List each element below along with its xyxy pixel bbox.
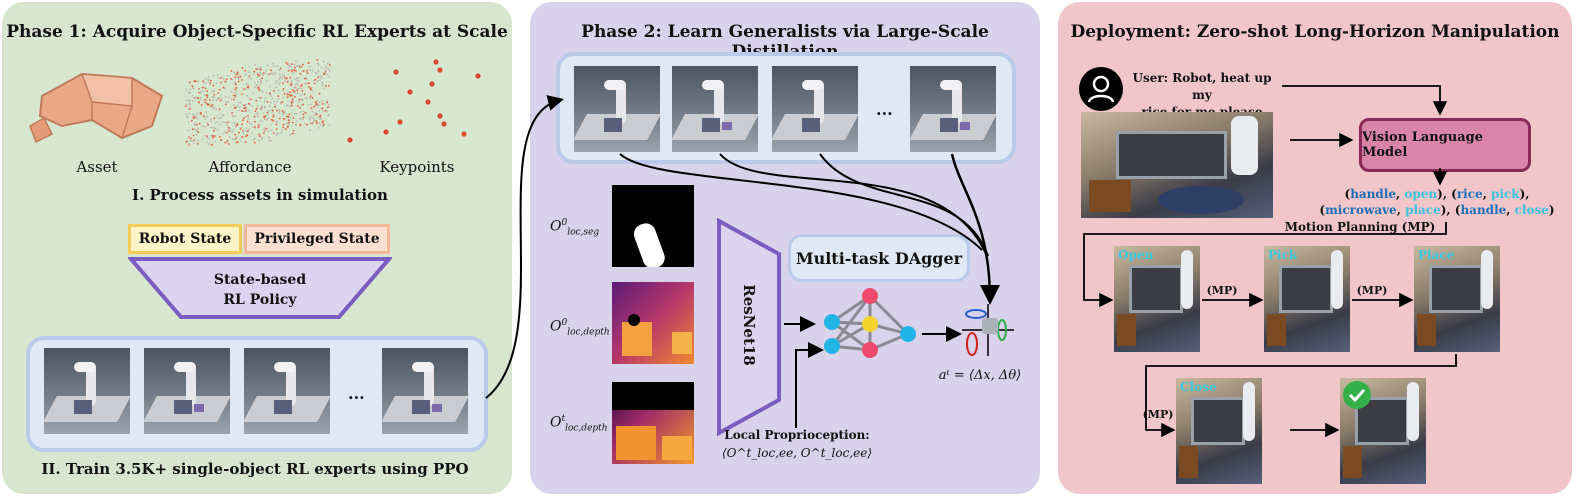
step-close-label: Close [1180,380,1217,394]
proprio-label: Local Proprioception: [724,428,870,442]
rl-policy-line2: RL Policy [223,292,297,308]
process-caption: I. Process assets in simulation [132,186,388,204]
mp-label-1: (MP) [1206,284,1238,297]
privileged-state-box: Privileged State [244,224,390,254]
plan-token: ), ( [1440,203,1461,217]
step-done-photo [1340,378,1426,484]
dagger-box: Multi-task DAgger [788,234,970,282]
policy-network [824,288,916,358]
plan-token: microwave [1325,203,1397,217]
mp-label-2: (MP) [1356,284,1388,297]
step-close-photo: Close [1176,378,1262,484]
privileged-state-label: Privileged State [254,231,380,247]
plan-token: pick [1491,187,1520,201]
plan-token: rice [1456,187,1483,201]
step-place-photo: Place [1414,246,1500,352]
plan-token: place [1405,203,1441,217]
motion-planning-label: Motion Planning (MP) [1284,220,1436,234]
plan-token: ( [1344,187,1351,201]
robot-state-box: Robot State [128,224,242,254]
plan-token: handle [1460,203,1507,217]
obs-depth0-label: O0loc,depth [550,318,610,338]
obs-deptht-label: Otloc,depth [550,414,608,434]
p2-sim-frame-3 [772,66,858,152]
depth-map-initial [612,282,694,364]
p2-sim-ellipsis: ... [876,100,893,119]
step-place-label: Place [1418,248,1455,262]
plan-token: close [1514,203,1549,217]
step-open-label: Open [1118,248,1154,262]
robot-state-label: Robot State [138,231,232,247]
p2-sim-frame-2 [672,66,758,152]
task-plan-line2: (microwave, place), (handle, close) [1300,202,1574,218]
keypoints-label: Keypoints [379,158,455,176]
plan-token: ), ( [1437,187,1457,201]
plan-token: , [1396,203,1406,217]
vlm-box: Vision Language Model [1359,118,1531,172]
segmentation-mask [612,185,694,267]
plan-token: , [1396,187,1405,201]
step-pick-photo: Pick [1264,246,1350,352]
asset-label: Asset [76,158,118,176]
phase1-title: Phase 1: Acquire Object-Specific RL Expe… [6,22,508,42]
p2-sim-frame-1 [574,66,660,152]
plan-token: , [1506,203,1515,217]
task-plan-line1: (handle, open), (rice, pick), [1300,186,1574,202]
sim-ellipsis: ... [348,384,365,403]
sim-frame-2 [144,348,230,434]
sim-frame-4 [382,348,468,434]
train-caption: II. Train 3.5K+ single-object RL experts… [41,460,469,478]
rl-policy-line1: State-based [213,272,307,288]
success-check-icon [1343,381,1371,409]
vlm-label: Vision Language Model [1362,130,1484,160]
mp-label-3: (MP) [1142,408,1174,421]
deploy-title: Deployment: Zero-shot Long-Horizon Manip… [1070,22,1560,42]
rl-policy-label: State-based RL Policy [160,270,360,310]
keypoints-illustration [347,59,481,143]
task-plan: (handle, open), (rice, pick), (microwave… [1300,186,1574,218]
plan-token: open [1404,187,1438,201]
plan-token: ), [1519,187,1530,201]
affordance-pointcloud [185,59,331,146]
obs-seg-label: O0loc,seg [550,218,600,238]
dagger-label: Multi-task DAgger [795,248,963,268]
step-pick-label: Pick [1268,248,1298,262]
action-formula: aᵗ = ⟨Δx, Δθ⟩ [938,368,1022,383]
user-icon [1079,67,1123,111]
plan-token: , [1482,187,1492,201]
affordance-label: Affordance [208,158,292,176]
proprio-formula: ⟨O^t_loc,ee, O^t_loc,ee⟩ [721,446,873,460]
plan-token: ( [1319,203,1326,217]
sim-frame-3 [244,348,330,434]
scene-photo [1081,112,1273,218]
gripper-action-icon [962,304,1014,356]
depth-map-current [612,382,694,464]
asset-illustration [29,72,164,144]
user-command-line1: User: Robot, heat up my [1132,71,1272,102]
plan-token: ) [1548,203,1555,217]
p2-sim-frame-4 [910,66,996,152]
resnet-label: ResNet18 [740,284,758,366]
plan-token: handle [1350,187,1397,201]
step-open-photo: Open [1114,246,1200,352]
sim-frame-1 [44,348,130,434]
rl-policy-trapezoid [128,257,392,319]
